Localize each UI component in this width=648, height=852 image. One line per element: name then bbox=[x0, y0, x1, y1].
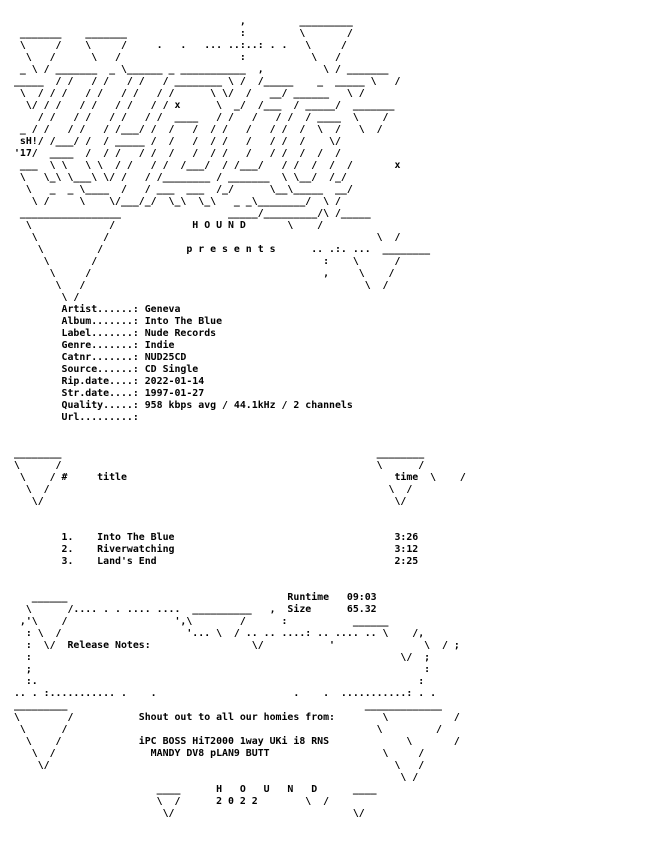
nfo-line: \ / # title time \ / bbox=[8, 472, 466, 483]
nfo-line bbox=[8, 424, 640, 436]
nfo-line: Str.date....: 1997-01-27 bbox=[8, 388, 205, 399]
nfo-line: \ / \ / bbox=[8, 232, 401, 243]
nfo-line: \/ \/ bbox=[8, 808, 365, 819]
nfo-line: \ /.... . . .... .... __________ , Size … bbox=[8, 604, 377, 615]
nfo-line: ______ Runtime 09:03 bbox=[8, 592, 377, 603]
nfo-line: \ / \ / : \ / bbox=[8, 52, 341, 63]
nfo-line: \/ \ / bbox=[8, 760, 425, 771]
nfo-line: ; : bbox=[8, 664, 431, 675]
nfo-text: , _________ _______ _______ : \ / \ / \ … bbox=[8, 16, 640, 819]
nfo-line: \ / \ / bbox=[8, 280, 389, 291]
nfo-line: \ / iPC BOSS HiT2000 1way UKi i8 RNS \ / bbox=[8, 736, 460, 747]
nfo-line: Source......: CD Single bbox=[8, 364, 199, 375]
nfo-line: \ / \ / bbox=[8, 484, 413, 495]
nfo-line: ____ H O U N D ____ bbox=[8, 784, 377, 795]
nfo-line: \ / MANDY DV8 pLAN9 BUTT \ / bbox=[8, 748, 425, 759]
nfo-line: \ / \ \/___/_/ \_\ \_\ _ _\________/ \ / bbox=[8, 196, 341, 207]
nfo-line: \ _ _ \____ / / ___ ___ /_/ \__\_____ __… bbox=[8, 184, 353, 195]
nfo-line: ___ \ \ \ \ / / / / /___/ / /___/ / / / … bbox=[8, 160, 401, 171]
nfo-line: / / / / / / / / ____ / / / / / / ____ \ … bbox=[8, 112, 389, 123]
nfo-line: Rip.date....: 2022-01-14 bbox=[8, 376, 205, 387]
nfo-line: 2. Riverwatching 3:12 bbox=[8, 544, 419, 555]
nfo-line: _______ _______ : \ / bbox=[8, 28, 353, 39]
nfo-line: 1. Into The Blue 3:26 bbox=[8, 532, 419, 543]
nfo-line: '17/ ____ / / / / / / / / / / / / / / / bbox=[8, 148, 341, 159]
nfo-line: Album.......: Into The Blue bbox=[8, 316, 223, 327]
nfo-line: Genre.......: Indie bbox=[8, 340, 175, 351]
nfo-line: ________ ________ bbox=[8, 448, 425, 459]
nfo-line: \/ / / / / / / / / x \ _/ /___ / _____/ … bbox=[8, 100, 395, 111]
nfo-line bbox=[8, 436, 640, 448]
nfo-line bbox=[8, 568, 640, 580]
nfo-line bbox=[8, 520, 640, 532]
nfo-line: \ / \ / bbox=[8, 460, 425, 471]
nfo-line: _________________ _____/_________/\ /___… bbox=[8, 208, 371, 219]
nfo-line: , _________ bbox=[8, 16, 353, 27]
nfo-line: \ / \ / bbox=[8, 724, 443, 735]
nfo-line: : \ / '... \ / .. .. ....: .. .... .. \ … bbox=[8, 628, 425, 639]
nfo-line: :. : bbox=[8, 676, 425, 687]
nfo-line: .. . :........... . . . . ...........: .… bbox=[8, 688, 437, 699]
nfo-line: 3. Land's End 2:25 bbox=[8, 556, 419, 567]
nfo-line: _________ _____________ bbox=[8, 700, 443, 711]
nfo-line: \ / \ / . . ... ..:..: . . \ / bbox=[8, 40, 347, 51]
nfo-line: sH!/ /___/ / / _____ / / / / / / / / / \… bbox=[8, 136, 341, 147]
nfo-line: Artist......: Geneva bbox=[8, 304, 181, 315]
nfo-line: ,'\ / ',\ / : ______ bbox=[8, 616, 389, 627]
nfo-line: \ \_\ \___\ \/ / / /________ / _______ \… bbox=[8, 172, 347, 183]
nfo-line: Quality.....: 958 kbps avg / 44.1kHz / 2… bbox=[8, 400, 353, 411]
nfo-line: \ / p r e s e n t s .. .:. ... ________ bbox=[8, 244, 431, 255]
nfo-line bbox=[8, 508, 640, 520]
nfo-line: : \/ ; bbox=[8, 652, 431, 663]
nfo-line: \/ \/ bbox=[8, 496, 407, 507]
nfo-line: \ / : \ / bbox=[8, 256, 401, 267]
nfo-line: Url.........: bbox=[8, 412, 145, 423]
nfo-line bbox=[8, 580, 640, 592]
nfo-line: \ / 2 0 2 2 \ / bbox=[8, 796, 330, 807]
nfo-line: _ / / / / / /___/ / / / / / / / / / \ / … bbox=[8, 124, 383, 135]
nfo-line: \ / Shout out to all our homies from: \ … bbox=[8, 712, 460, 723]
nfo-line: : \/ Release Notes: \/ ' \ / ; bbox=[8, 640, 460, 651]
nfo-line: \ / bbox=[8, 772, 419, 783]
nfo-line: \ / H O U N D \ / bbox=[8, 220, 324, 231]
nfo-line: Catnr.......: NUD25CD bbox=[8, 352, 187, 363]
nfo-line: \ / , \ / bbox=[8, 268, 395, 279]
nfo-line: _____ / / / / / / / ________ \ / /_____ … bbox=[8, 76, 401, 87]
nfo-line: \ / / / / / / / / / \ \/ / __/ ______ \ … bbox=[8, 88, 365, 99]
nfo-line: Label.......: Nude Records bbox=[8, 328, 217, 339]
nfo-line: \ / bbox=[8, 292, 80, 303]
nfo-line: _ \ / _______ _ \______ _ ___________ , … bbox=[8, 64, 389, 75]
